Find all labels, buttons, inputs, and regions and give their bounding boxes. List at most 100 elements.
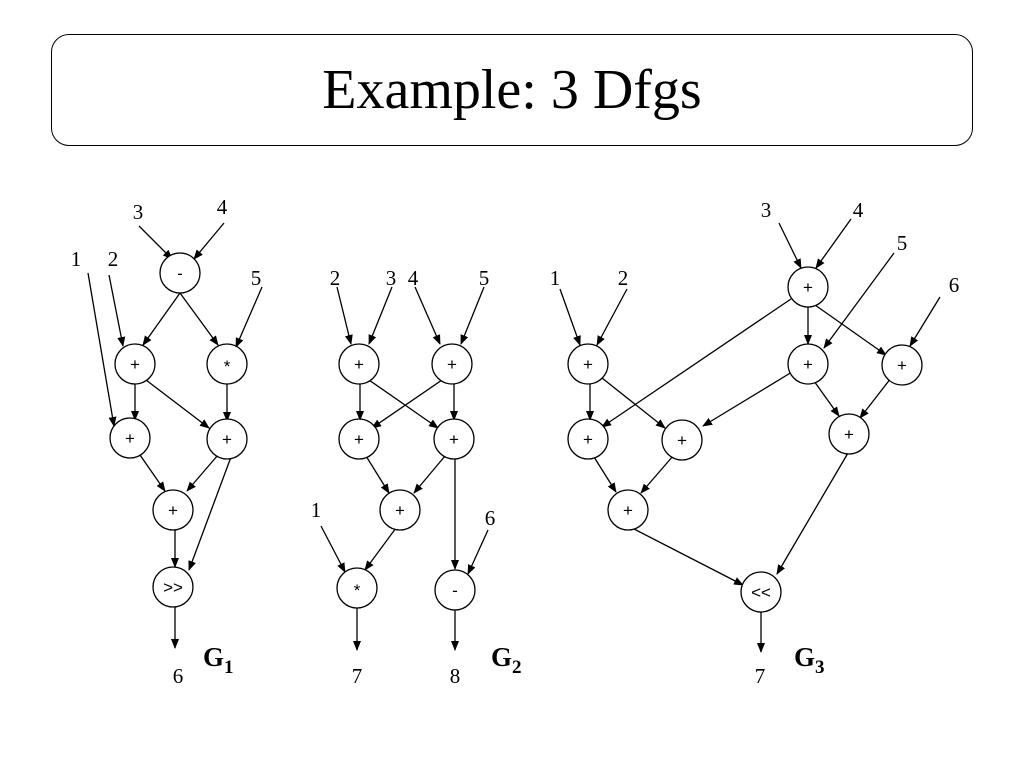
g3-edge: [702, 371, 793, 427]
g1-node-add: [206, 418, 248, 460]
g2-edge: [414, 286, 441, 345]
g1-node-label: +: [168, 501, 178, 520]
g1-input-label: 1: [71, 247, 82, 271]
g2-node-sub: [434, 569, 476, 611]
g3-node-add: [787, 266, 829, 308]
g1-input-label: 4: [217, 195, 228, 219]
g2-edge: [371, 379, 443, 429]
g2-input-label: 1: [311, 498, 322, 522]
g3-node-add: [881, 344, 923, 386]
g3-edge: [814, 304, 887, 356]
g3-node-label: +: [583, 430, 593, 449]
g2-node-label: +: [354, 430, 364, 449]
g2-node-add: [379, 489, 421, 531]
g2-node-label: +: [354, 355, 364, 374]
g3-node-label: +: [677, 431, 687, 450]
g1-edge: [186, 454, 219, 492]
g3-node-label: +: [803, 278, 813, 297]
g2-output-label: 7: [352, 664, 363, 688]
g2-input-label: 5: [479, 266, 490, 290]
g2-edge: [467, 529, 489, 575]
g3-node-label: +: [803, 355, 813, 374]
g1-node-mul: [206, 343, 248, 385]
g3-node-add: [828, 413, 870, 455]
g2-input-label: 3: [386, 266, 397, 290]
g3-node-add: [567, 343, 609, 385]
g1-node-label: +: [130, 355, 140, 374]
g3-edge: [815, 218, 852, 269]
g3-input-label: 5: [897, 231, 908, 255]
g3-node-shl: [740, 571, 782, 613]
g2-edge: [320, 525, 346, 573]
g1-node-add: [109, 417, 151, 459]
g3-node-label: +: [623, 501, 633, 520]
g3-input-label: 1: [550, 266, 561, 290]
g1-node-label: +: [125, 429, 135, 448]
g1-node-label: +: [222, 430, 232, 449]
g2-node-add: [431, 343, 473, 385]
g1-node-add: [114, 343, 156, 385]
g2-output-label: 8: [450, 664, 461, 688]
g2-node-label: +: [395, 501, 405, 520]
g2-node-mul: [336, 567, 378, 609]
g3-node-add: [567, 418, 609, 460]
g1-edge: [235, 286, 263, 348]
g3-output-label: 7: [755, 664, 766, 688]
g2-graph-name: G2: [491, 642, 522, 678]
g1-node-label: -: [177, 264, 183, 283]
g1-node-shr: [152, 566, 194, 608]
g2-node-add: [433, 418, 475, 460]
g3-edge: [778, 222, 802, 269]
g2-edge: [460, 286, 485, 345]
g3-edge: [596, 288, 628, 346]
g1-input-label: 2: [108, 247, 119, 271]
g2-node-label: +: [449, 430, 459, 449]
g3-node-label: +: [844, 425, 854, 444]
g3-node-label: +: [897, 356, 907, 375]
g3-edge: [823, 252, 895, 349]
g2-node-label: *: [354, 581, 361, 600]
g1-output-label: 6: [173, 664, 184, 688]
g3-edge: [601, 377, 666, 429]
g3-node-label: <<: [751, 583, 771, 602]
g3-edge: [601, 298, 792, 428]
g2-edge: [336, 286, 353, 345]
title-box: Example: 3 Dfgs: [51, 34, 973, 146]
g3-input-label: 4: [853, 198, 864, 222]
g2-input-label: 2: [330, 266, 341, 290]
g2-edge: [368, 379, 439, 429]
slide-title: Example: 3 Dfgs: [322, 59, 702, 121]
g1-node-label: >>: [163, 578, 183, 597]
g1-edge: [139, 454, 166, 492]
g1-edge: [142, 292, 181, 346]
g1-input-label: 5: [251, 266, 262, 290]
g3-edge: [813, 380, 840, 417]
g2-input-label: 6: [485, 506, 496, 530]
g3-input-label: 2: [618, 266, 629, 290]
g2-edge: [364, 527, 397, 571]
g1-edge: [179, 292, 219, 346]
g3-edge: [640, 455, 674, 494]
g3-edge: [776, 452, 849, 575]
g1-edge: [87, 272, 117, 427]
g3-node-add: [607, 489, 649, 531]
g2-edge: [368, 286, 393, 345]
g3-node-add: [661, 419, 703, 461]
g2-edge: [365, 455, 390, 494]
graph-g2: + + + + + * - 2 3 4 5 1 6 7 8 G2: [311, 266, 522, 688]
g1-edge: [188, 456, 232, 571]
g1-input-label: 3: [133, 200, 144, 224]
g1-edge: [145, 379, 210, 429]
g3-edge: [631, 527, 744, 586]
g1-node-sub: [159, 252, 201, 294]
g3-node-label: +: [583, 355, 593, 374]
g3-input-label: 6: [949, 273, 960, 297]
g1-node-label: *: [224, 357, 231, 376]
g3-edge: [859, 377, 892, 419]
g2-node-label: -: [452, 581, 458, 600]
g1-node-add: [152, 489, 194, 531]
g2-node-add: [338, 343, 380, 385]
g2-edge: [413, 455, 446, 494]
g2-input-label: 4: [408, 266, 419, 290]
